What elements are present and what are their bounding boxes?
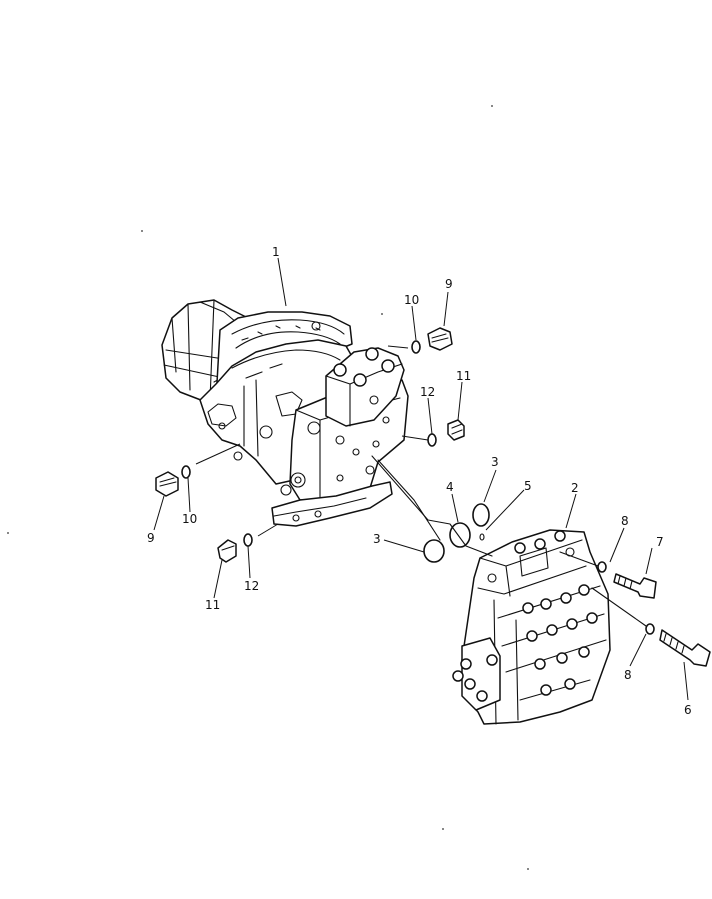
plug-upper-9 [427, 327, 453, 351]
washer-8-upper [597, 561, 607, 573]
control-valve-assembly [452, 529, 611, 725]
callout-labels: 1 2 3 3 4 5 6 7 8 8 9 9 10 10 11 11 12 1… [147, 245, 692, 717]
o-ring-upper-10 [411, 340, 421, 354]
plug-lower-11 [217, 539, 237, 563]
callout-3-upper: 3 [491, 455, 499, 469]
callout-3-lower: 3 [373, 532, 381, 546]
callout-8-upper: 8 [621, 514, 629, 528]
o-ring-lower-10 [181, 465, 191, 479]
callout-1: 1 [272, 245, 280, 259]
callout-8-lower: 8 [624, 668, 632, 682]
callout-5: 5 [524, 479, 532, 493]
callout-7: 7 [656, 535, 664, 549]
o-ring-lower-12 [243, 533, 253, 547]
callout-9-upper: 9 [445, 277, 453, 291]
callout-9-lower: 9 [147, 531, 155, 545]
plug-lower-9 [155, 471, 179, 497]
o-rings-between-units [371, 455, 493, 563]
washer-8-lower [645, 623, 655, 635]
bolt-7-axis-line [559, 551, 599, 567]
callout-10-upper: 10 [404, 293, 419, 307]
plug-upper-11 [447, 419, 465, 441]
callout-12-lower: 12 [244, 579, 259, 593]
callout-6: 6 [684, 703, 692, 717]
callout-4: 4 [446, 480, 454, 494]
bolt-6 [659, 629, 711, 667]
leader-lines [153, 257, 689, 701]
scan-specks [7, 105, 529, 870]
o-ring-upper-12 [427, 433, 437, 447]
travel-motor-assembly [161, 299, 409, 527]
callout-11-upper: 11 [456, 369, 471, 383]
callout-10-lower: 10 [182, 512, 197, 526]
callout-12-upper: 12 [420, 385, 435, 399]
callout-11-lower: 11 [205, 598, 220, 612]
callout-2: 2 [571, 481, 579, 495]
bolt-7 [613, 573, 657, 599]
bolt-6-axis-line [591, 587, 647, 627]
